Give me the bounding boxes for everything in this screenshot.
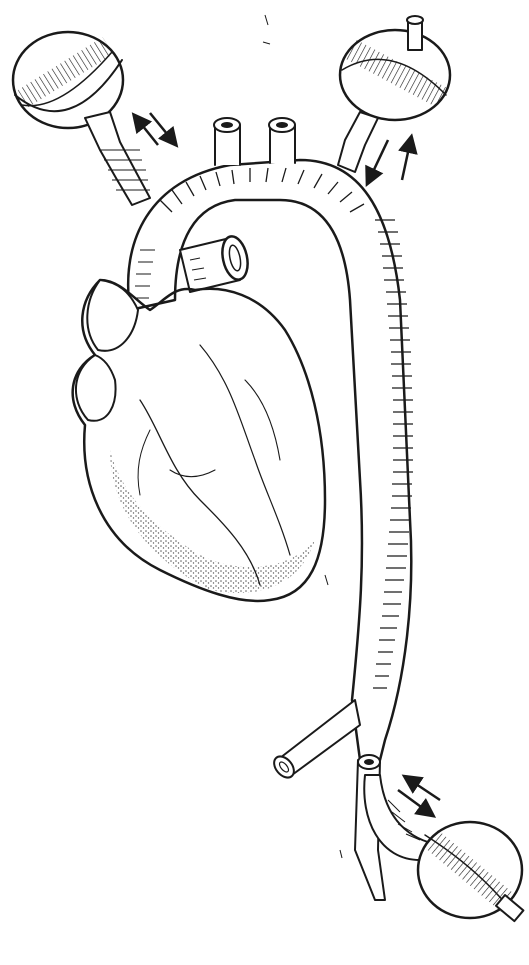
double-arrow-icon	[370, 140, 410, 180]
pump-bottom-right	[364, 775, 523, 921]
double-arrow-icon	[398, 780, 440, 812]
iliac-stump	[270, 700, 360, 781]
double-arrow-top-left	[138, 113, 172, 145]
vessel-stump-icon	[214, 118, 240, 165]
vessel-stump-icon	[180, 234, 251, 292]
pulmonary-stump	[180, 234, 251, 292]
pump-top-left	[13, 32, 150, 205]
pump-top-right	[338, 16, 450, 172]
double-arrow-icon	[138, 113, 172, 145]
pump-icon	[418, 822, 523, 921]
double-arrow-bottom-right	[398, 780, 440, 812]
branch-stub-right	[269, 118, 295, 163]
heart-icon	[73, 280, 325, 601]
vessel-stump-icon	[270, 700, 360, 781]
double-arrow-top-right	[370, 140, 410, 180]
heart	[73, 280, 325, 601]
vessel-stump-icon	[269, 118, 295, 163]
pump-icon	[340, 16, 450, 120]
branch-stub-left	[214, 118, 240, 165]
